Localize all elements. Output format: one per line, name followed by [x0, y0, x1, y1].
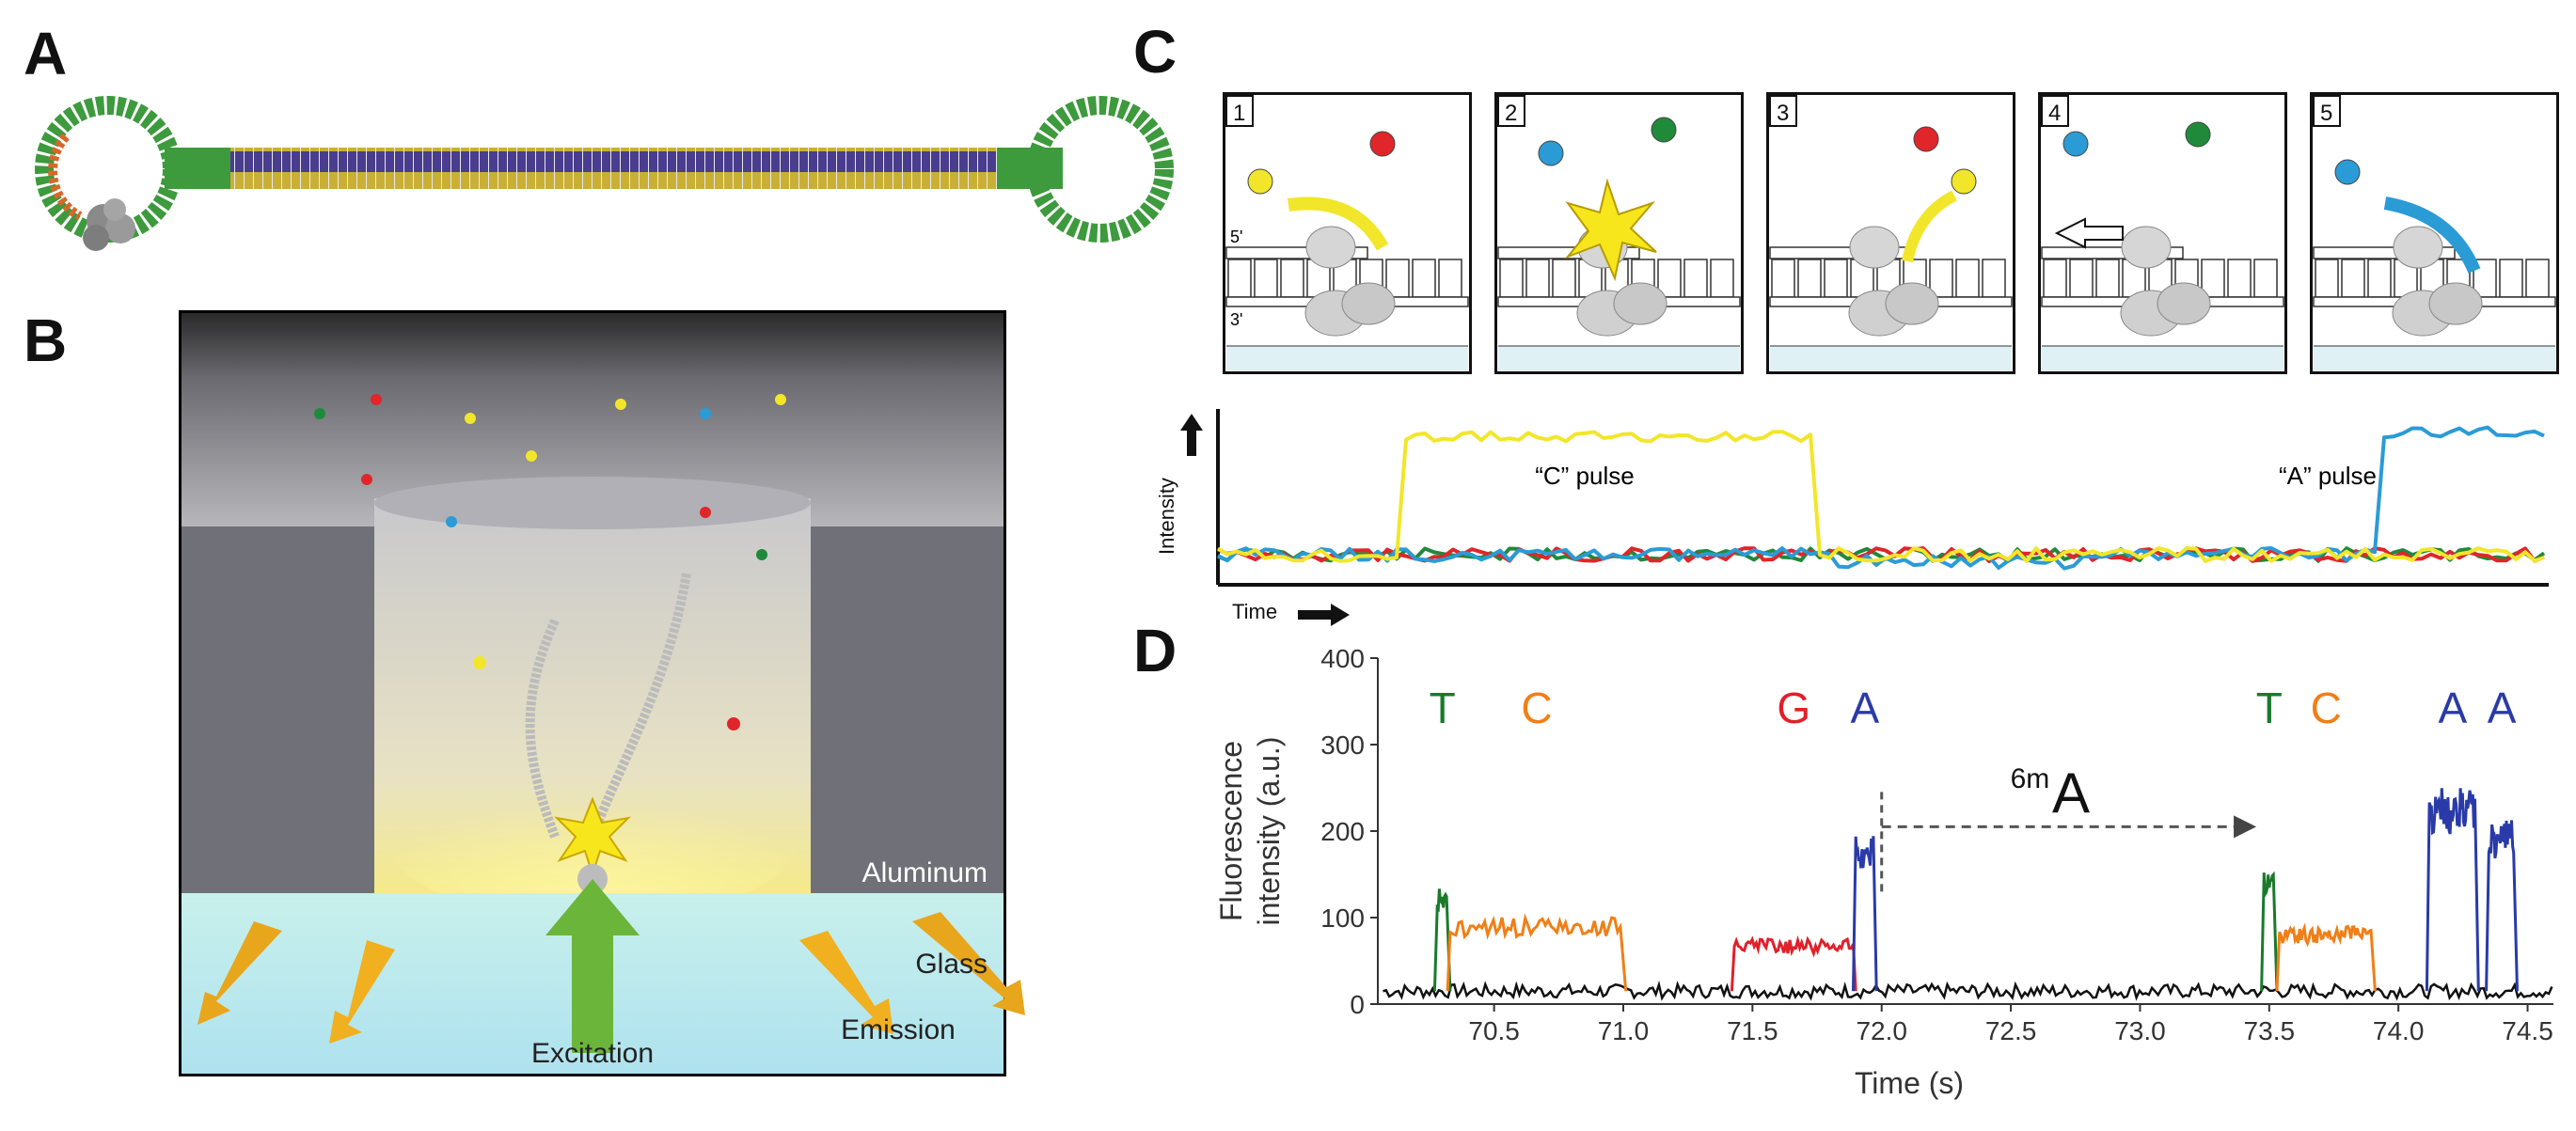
baseline-trace: [1383, 980, 2553, 1001]
polymerase: [1848, 226, 1939, 337]
pulse-T: [1432, 888, 1452, 992]
step-box-3: 3: [1766, 92, 2015, 374]
base-label-A: A: [1851, 683, 1880, 732]
step-box-4: 4: [2038, 92, 2287, 374]
yellow-nucleotide: [1247, 168, 1273, 195]
y-tick-label: 200: [1320, 817, 1365, 846]
step-number: 5: [2320, 101, 2332, 126]
x-tick-label: 73.5: [2244, 1016, 2296, 1045]
panel-b-label: B: [24, 306, 68, 374]
three-prime-label: 3': [1230, 310, 1242, 329]
intensity-axis-label: Intensity: [1155, 478, 1178, 555]
polymerase: [2120, 226, 2211, 337]
polymerase: [1304, 226, 1396, 337]
glass-label: Glass: [915, 949, 988, 980]
yellow-trace: [1216, 430, 2545, 563]
y-axis-label-line2: intensity (a.u.): [1252, 737, 1286, 926]
y-tick-label: 400: [1320, 644, 1365, 673]
five-prime-label: 5': [1230, 228, 1242, 246]
excitation-label: Excitation: [531, 1038, 654, 1069]
smrtbell-diagram: [35, 96, 1174, 251]
red-nucleotide: [1369, 131, 1396, 157]
x-tick-label: 74.0: [2373, 1016, 2425, 1045]
pulse-A: [2425, 788, 2480, 992]
step-box-1: 1 5' 3': [1223, 92, 1472, 374]
aluminum-left: [182, 526, 374, 893]
x-tick-label: 71.5: [1727, 1016, 1778, 1045]
time-axis-label: Time: [1232, 600, 1278, 623]
aluminum-label: Aluminum: [862, 857, 988, 888]
x-tick-label: 72.0: [1856, 1016, 1907, 1045]
blue-nucleotide: [2334, 159, 2361, 185]
red-trace: [1217, 546, 2545, 563]
axes: [1370, 657, 2553, 1012]
x-tick-label: 70.5: [1468, 1016, 1520, 1045]
green-nucleotide: [1651, 117, 1677, 143]
excitation-arrow: [545, 879, 640, 1053]
zmw-diagram: Aluminum Glass Excitation Emission: [179, 310, 1025, 1076]
y-tick-label: 100: [1320, 903, 1365, 933]
base-label-T: T: [2256, 683, 2283, 732]
emission-label: Emission: [841, 1014, 956, 1045]
x-tick-label: 71.0: [1598, 1016, 1650, 1045]
green-adapter-left: [165, 148, 230, 189]
blue-nucleotide: [2062, 131, 2089, 157]
x-tick-label: 72.5: [1985, 1016, 2037, 1045]
polymerase: [2392, 226, 2483, 337]
step-number: 1: [1233, 101, 1245, 126]
y-tick-label: 0: [1350, 990, 1365, 1019]
pulse-A: [2485, 820, 2519, 992]
right-hairpin-loop: [1027, 96, 1174, 243]
pulse-A: [1852, 836, 1878, 992]
methylation-annotation: [1880, 788, 2257, 892]
pulse-C: [1446, 913, 1628, 992]
base-label-A: A: [2488, 683, 2517, 732]
step-box-2: 2: [1494, 92, 1744, 374]
annotation-base: A: [2052, 762, 2090, 825]
y-axis-label-line1: Fluorescence: [1214, 741, 1248, 921]
yellow-nucleotide: [1951, 168, 1977, 195]
c-pulse-label: “C” pulse: [1535, 462, 1634, 490]
step-number: 4: [2048, 101, 2061, 126]
step-number: 3: [1777, 101, 1789, 126]
y-tick-label: 300: [1320, 730, 1365, 760]
step-boxes-row: 1 5' 3' 2 3 4 5: [1223, 92, 2559, 374]
fluorescence-flash: [1564, 178, 1657, 282]
aluminum-right: [811, 526, 1004, 893]
step-box-5: 5: [2310, 92, 2559, 374]
panel-d-label: D: [1133, 617, 1177, 684]
base-label-T: T: [1430, 683, 1456, 732]
double-strand-insert: [230, 148, 997, 189]
base-label-C: C: [2311, 683, 2342, 732]
base-label-G: G: [1777, 683, 1810, 732]
base-label-C: C: [1521, 683, 1552, 732]
intensity-trace: “C” pulse “A” pulse: [1216, 409, 2549, 587]
green-nucleotide: [2185, 121, 2211, 148]
fluorescence-chart: 0 100 200 300 400 70.5 71.0 71.5 72.0 72.5 73.0 73.…: [1214, 644, 2553, 1100]
emission-arrows: [198, 912, 1025, 1044]
x-axis-label: Time (s): [1855, 1066, 1964, 1100]
intensity-arrow-icon: [1180, 414, 1203, 456]
annotation-superscript: 6m: [2011, 763, 2050, 794]
base-label-A: A: [2439, 683, 2468, 732]
x-tick-label: 74.5: [2502, 1016, 2553, 1045]
dna-strand: [525, 573, 691, 839]
a-pulse-label: “A” pulse: [2279, 462, 2377, 490]
panel-c-label: C: [1133, 18, 1177, 86]
pulse-T: [2260, 871, 2279, 992]
green-trace: [1217, 546, 2546, 563]
pulse-C: [2275, 922, 2377, 992]
fluorophore-dots: [314, 394, 786, 730]
pulse-G: [1730, 935, 1857, 992]
step-number: 2: [1505, 101, 1517, 126]
left-hairpin-loop: [35, 96, 182, 251]
time-arrow-icon: [1298, 604, 1350, 626]
panel-a-label: A: [24, 20, 68, 87]
x-tick-label: 73.0: [2114, 1016, 2166, 1045]
red-nucleotide: [1913, 126, 1939, 152]
blue-nucleotide: [1538, 140, 1564, 166]
